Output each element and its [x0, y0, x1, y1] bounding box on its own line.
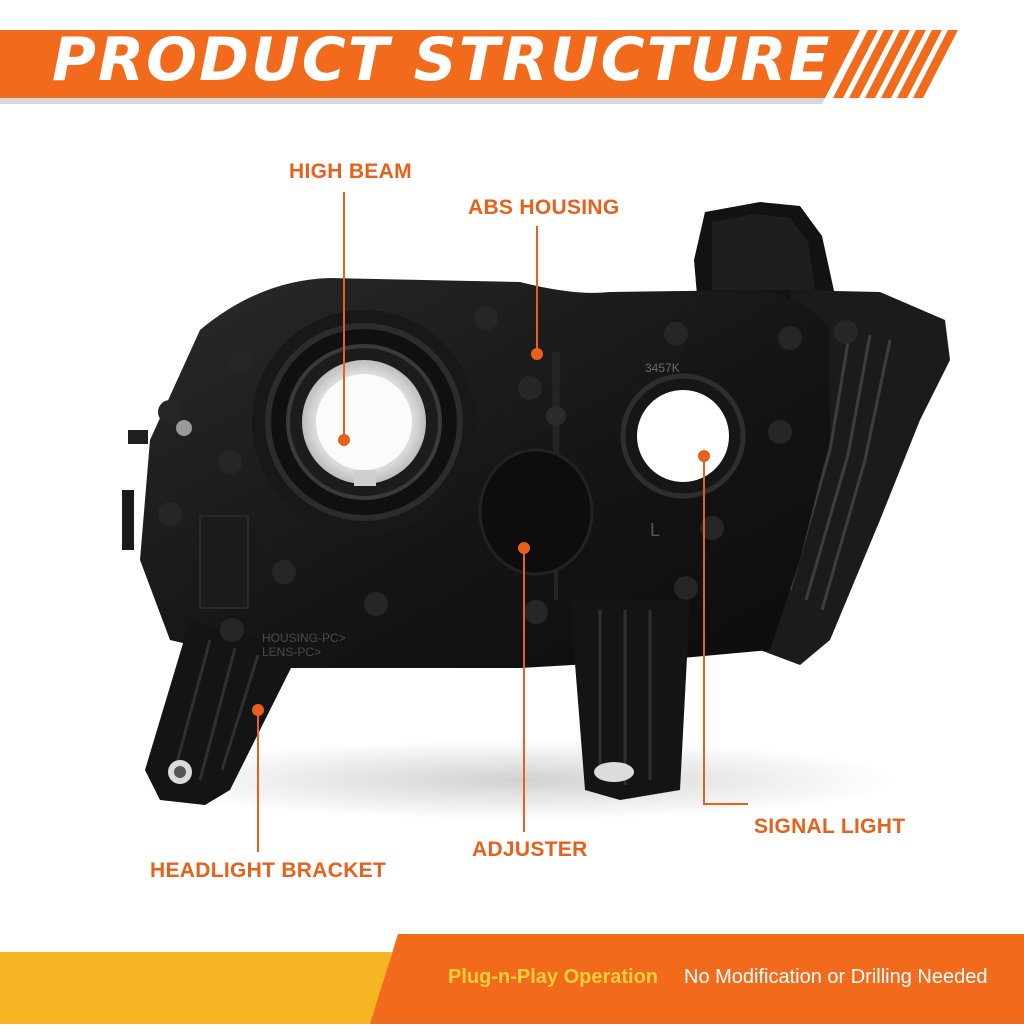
adjuster-dome	[478, 448, 594, 576]
callout-lines	[257, 192, 748, 852]
label-adjuster: ADJUSTER	[472, 838, 588, 861]
label-plate	[199, 515, 249, 609]
signal-light-socket	[620, 373, 746, 499]
material-mark-bottom: LENS-PC>	[262, 645, 321, 659]
header-banner: PRODUCT STRUCTURE	[0, 0, 1024, 110]
page-title: PRODUCT STRUCTURE	[52, 25, 832, 95]
pivot-pin	[176, 420, 192, 436]
label-abs-housing: ABS HOUSING	[468, 196, 620, 219]
callout-dot-abs-housing	[531, 348, 543, 360]
header-banner-shape	[0, 30, 958, 104]
label-signal-light: SIGNAL LIGHT	[754, 815, 906, 838]
callout-dot-headlight-bracket	[252, 704, 264, 716]
center-bracket-hole	[594, 762, 634, 782]
footer-accent-text: Plug-n-Play Operation	[448, 966, 659, 988]
label-headlight-bracket: HEADLIGHT BRACKET	[150, 859, 387, 882]
housing-dimples	[158, 306, 858, 642]
header-stripes	[833, 30, 958, 98]
footer-banner-shape	[0, 934, 1024, 1024]
label-high-beam: HIGH BEAM	[289, 160, 412, 183]
callout-dots	[252, 348, 710, 716]
high-beam-socket	[252, 310, 476, 534]
headlight-bracket	[145, 620, 300, 805]
part-code-mark: 3457K	[645, 361, 680, 375]
footer-banner	[0, 934, 1024, 1024]
footer-plain-text: No Modification or Drilling Needed	[684, 966, 988, 988]
side-mark: L	[650, 520, 660, 540]
callout-dot-adjuster	[518, 542, 530, 554]
material-mark-top: HOUSING-PC>	[262, 631, 346, 645]
callout-dot-high-beam	[338, 434, 350, 446]
ground-shadow	[140, 740, 900, 820]
callout-dot-signal-light	[698, 450, 710, 462]
